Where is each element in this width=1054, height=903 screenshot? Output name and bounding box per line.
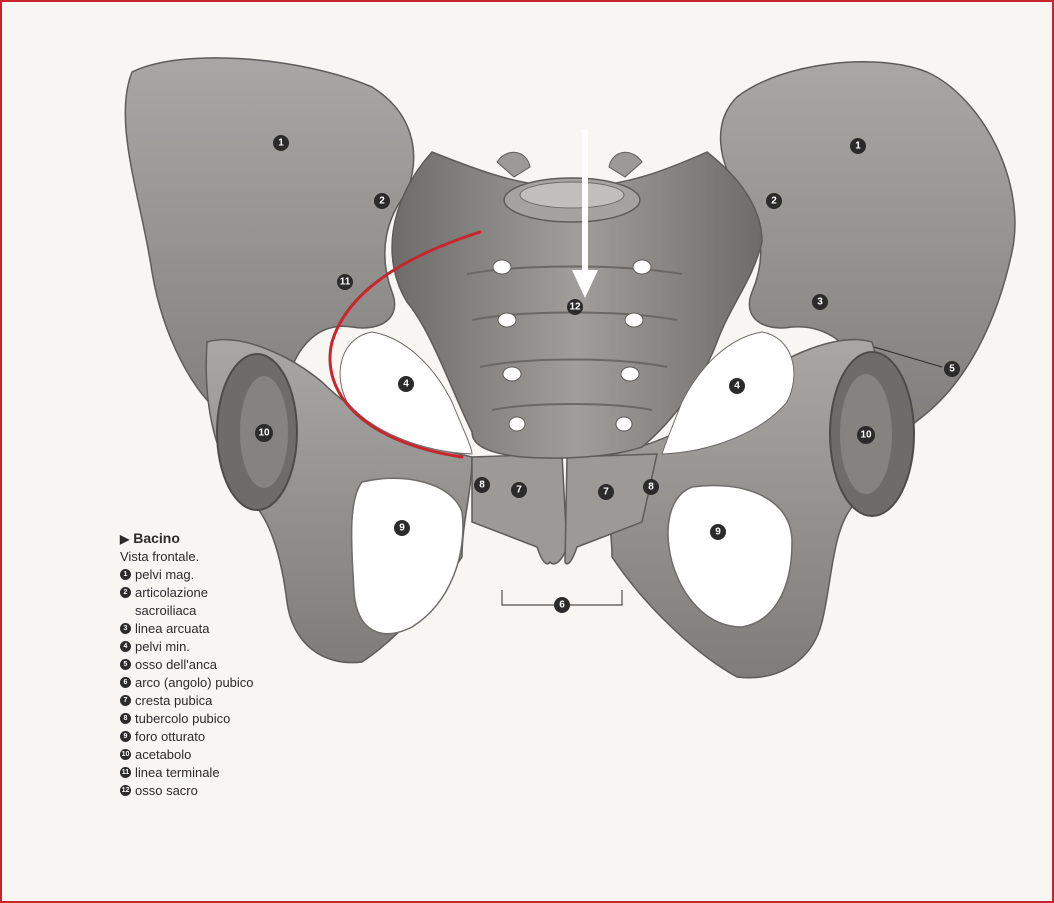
legend-item-text: cresta pubica xyxy=(135,692,212,710)
svg-text:2: 2 xyxy=(771,196,777,207)
svg-text:5: 5 xyxy=(949,364,955,375)
svg-text:8: 8 xyxy=(648,482,654,493)
marker-10-right: 10 xyxy=(857,426,875,444)
legend-bullet: 6 xyxy=(120,677,131,688)
svg-text:7: 7 xyxy=(516,485,522,496)
legend-item: 12 osso sacro xyxy=(120,782,254,800)
marker-12: 12 xyxy=(567,299,583,315)
legend-bullet: 10 xyxy=(120,749,131,760)
legend-item-text: linea terminale xyxy=(135,764,220,782)
legend-item-text: acetabolo xyxy=(135,746,191,764)
marker-9-right: 9 xyxy=(710,524,726,540)
legend-list: 1 pelvi mag. 2 articolazione sacroiliaca 3… xyxy=(120,566,254,800)
legend-item: 8 tubercolo pubico xyxy=(120,710,254,728)
svg-text:4: 4 xyxy=(403,379,409,390)
legend-item-text: linea arcuata xyxy=(135,620,209,638)
articular-process-left xyxy=(497,152,530,177)
legend-item-text: pelvi min. xyxy=(135,638,190,656)
svg-text:3: 3 xyxy=(817,297,823,308)
svg-text:2: 2 xyxy=(379,196,385,207)
svg-text:1: 1 xyxy=(855,141,861,152)
marker-1-left: 1 xyxy=(273,135,289,151)
legend-title: ▶ Bacino xyxy=(120,529,254,548)
obturator-foramen-left xyxy=(352,478,463,633)
legend-bullet: 7 xyxy=(120,695,131,706)
legend-item: 4 pelvi min. xyxy=(120,638,254,656)
svg-text:10: 10 xyxy=(860,430,872,441)
legend-item: 11 linea terminale xyxy=(120,764,254,782)
marker-10-left: 10 xyxy=(255,424,273,442)
svg-text:11: 11 xyxy=(340,277,351,288)
legend-title-text: Bacino xyxy=(133,530,180,546)
svg-text:9: 9 xyxy=(715,527,721,538)
legend-item: 2 articolazione sacroiliaca xyxy=(120,584,254,620)
svg-text:8: 8 xyxy=(479,480,485,491)
legend-item: 3 linea arcuata xyxy=(120,620,254,638)
articular-process-right xyxy=(609,152,642,177)
marker-4-right: 4 xyxy=(729,378,745,394)
svg-text:9: 9 xyxy=(399,523,405,534)
legend-subtitle: Vista frontale. xyxy=(120,548,254,566)
marker-4-left: 4 xyxy=(398,376,414,392)
legend-bullet: 4 xyxy=(120,641,131,652)
legend-item: 6 arco (angolo) pubico xyxy=(120,674,254,692)
legend-item-text: pelvi mag. xyxy=(135,566,194,584)
marker-7-right: 7 xyxy=(598,484,614,500)
legend-item-text: tubercolo pubico xyxy=(135,710,230,728)
legend-item: 7 cresta pubica xyxy=(120,692,254,710)
legend-item-text: arco (angolo) pubico xyxy=(135,674,254,692)
legend-item: 9 foro otturato xyxy=(120,728,254,746)
marker-6: 6 xyxy=(554,597,570,613)
marker-9-left: 9 xyxy=(394,520,410,536)
legend-bullet: 3 xyxy=(120,623,131,634)
legend-bullet: 9 xyxy=(120,731,131,742)
svg-text:1: 1 xyxy=(278,138,284,149)
marker-8-left: 8 xyxy=(474,477,490,493)
legend-bullet: 8 xyxy=(120,713,131,724)
vertebral-disc xyxy=(520,182,624,208)
legend-bullet: 5 xyxy=(120,659,131,670)
legend-bullet: 12 xyxy=(120,785,131,796)
legend-item-text: osso dell'anca xyxy=(135,656,217,674)
pubic-symphysis xyxy=(472,454,567,564)
marker-7-left: 7 xyxy=(511,482,527,498)
svg-text:4: 4 xyxy=(734,381,740,392)
svg-text:6: 6 xyxy=(559,600,565,611)
marker-2-left: 2 xyxy=(374,193,390,209)
legend-bullet: 2 xyxy=(120,587,131,598)
legend-item: 10 acetabolo xyxy=(120,746,254,764)
legend-item-text: articolazione sacroiliaca xyxy=(135,584,208,620)
legend-item-text: osso sacro xyxy=(135,782,198,800)
marker-5: 5 xyxy=(944,361,960,377)
legend-item-text: foro otturato xyxy=(135,728,205,746)
legend-bullet: 11 xyxy=(120,767,131,778)
legend: ▶ Bacino Vista frontale. 1 pelvi mag. 2 art… xyxy=(120,529,254,800)
marker-3: 3 xyxy=(812,294,828,310)
marker-1-right: 1 xyxy=(850,138,866,154)
legend-item: 5 osso dell'anca xyxy=(120,656,254,674)
marker-8-right: 8 xyxy=(643,479,659,495)
svg-text:12: 12 xyxy=(569,302,581,313)
triangle-icon: ▶ xyxy=(120,532,129,546)
svg-text:10: 10 xyxy=(258,428,270,439)
marker-2-right: 2 xyxy=(766,193,782,209)
marker-11: 11 xyxy=(337,274,353,290)
legend-bullet: 1 xyxy=(120,569,131,580)
svg-text:7: 7 xyxy=(603,487,609,498)
legend-item: 1 pelvi mag. xyxy=(120,566,254,584)
